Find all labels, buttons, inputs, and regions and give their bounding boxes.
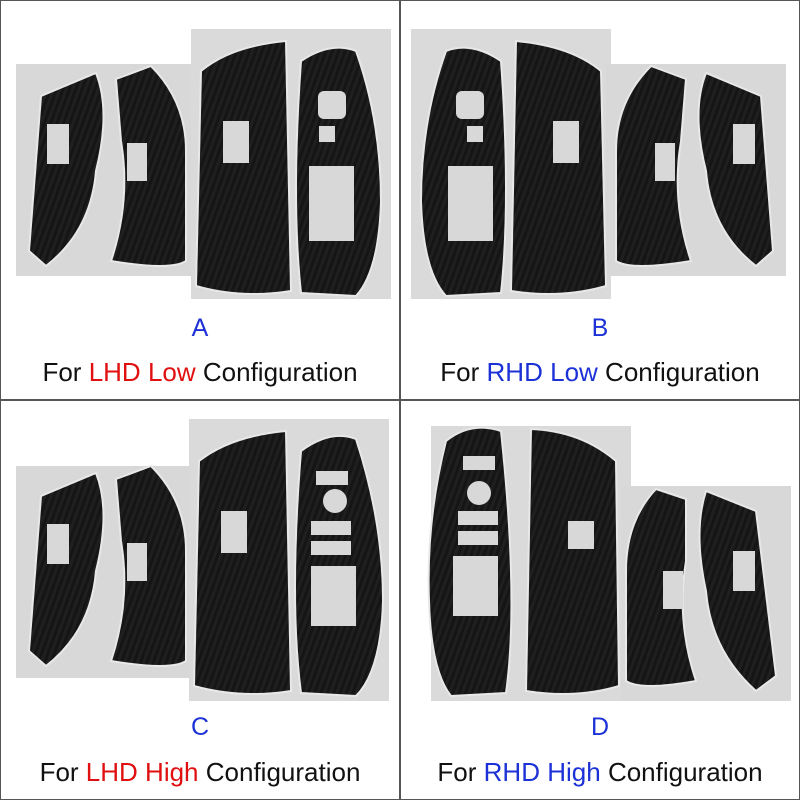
sticker-photo-a bbox=[1, 1, 401, 306]
caption-level: High bbox=[547, 757, 601, 787]
caption-prefix: For bbox=[437, 757, 477, 787]
caption-suffix: Configuration bbox=[205, 757, 361, 787]
option-caption: For LHD High Configuration bbox=[1, 757, 399, 788]
option-caption: For RHD Low Configuration bbox=[401, 357, 799, 388]
caption-level: Low bbox=[550, 357, 598, 387]
option-letter: C bbox=[190, 713, 210, 741]
option-letter: A bbox=[191, 314, 209, 342]
option-caption: For RHD High Configuration bbox=[401, 757, 799, 788]
caption-suffix: Configuration bbox=[202, 357, 358, 387]
caption-hand: RHD bbox=[483, 757, 540, 787]
caption-hand: LHD bbox=[88, 357, 141, 387]
panel-b: B For RHD Low Configuration bbox=[400, 0, 800, 400]
option-letter: D bbox=[590, 713, 610, 741]
caption-suffix: Configuration bbox=[607, 757, 763, 787]
caption-prefix: For bbox=[440, 357, 480, 387]
caption-prefix: For bbox=[39, 757, 79, 787]
option-caption: For LHD Low Configuration bbox=[1, 357, 399, 388]
option-letter: B bbox=[591, 314, 609, 342]
caption-hand: RHD bbox=[486, 357, 543, 387]
sticker-photo-d bbox=[401, 401, 800, 706]
panel-a: A For LHD Low Configuration bbox=[0, 0, 400, 400]
caption-suffix: Configuration bbox=[605, 357, 760, 387]
sticker-photo-b bbox=[401, 1, 800, 306]
panel-d: D For RHD High Configuration bbox=[400, 400, 800, 800]
caption-level: Low bbox=[147, 357, 196, 387]
caption-level: High bbox=[145, 757, 199, 787]
panel-c: C For LHD High Configuration bbox=[0, 400, 400, 800]
sticker-photo-c bbox=[1, 401, 401, 706]
caption-prefix: For bbox=[42, 357, 82, 387]
caption-hand: LHD bbox=[85, 757, 138, 787]
